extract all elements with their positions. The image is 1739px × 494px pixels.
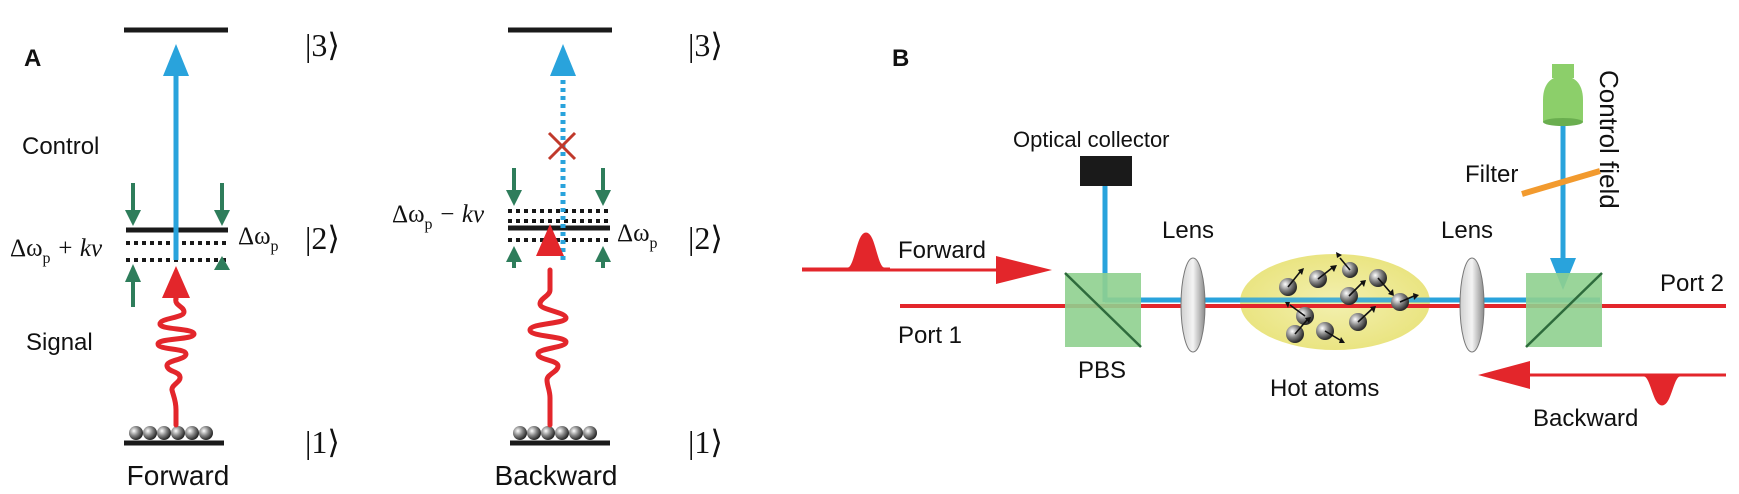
forward-state-1: |1⟩ [305,424,340,460]
lens-left-label: Lens [1162,217,1214,244]
forward-control-arrowhead [163,44,189,76]
backward-control-arrowhead [550,44,576,76]
hot-atoms-group [1279,252,1419,343]
control-source-icon [1543,64,1583,126]
port2-label: Port 2 [1660,270,1724,297]
lens-right-icon [1459,257,1485,353]
backward-state-1: |1⟩ [688,424,723,460]
blocked-transition-cross-icon [547,131,577,161]
backward-detuning-right: Δωp [617,220,658,252]
backward-atom-population [513,426,597,440]
forward-coupling-arrows [125,183,230,307]
lens-left-icon [1180,257,1206,353]
filter-label: Filter [1465,161,1518,188]
backward-state-3: |3⟩ [688,27,723,63]
forward-input-arrowhead [996,256,1052,284]
backward-detuning-left: Δωp − kv [392,201,485,233]
backward-signal-arrowhead [536,224,564,256]
pbs-right-diagonal [1525,272,1603,348]
forward-label: Forward [898,237,986,264]
lens-right-label: Lens [1441,217,1493,244]
optical-collector-icon [1080,156,1132,186]
signal-label: Signal [26,329,93,356]
backward-diagram: Δωp − kv Δωp |3⟩ |2⟩ |1⟩ Backward [392,27,723,491]
forward-signal-wave [155,293,197,428]
panel-b-label: B [892,45,909,72]
forward-signal-arrowhead [162,266,190,298]
forward-state-3: |3⟩ [305,27,340,63]
forward-detuning-left: Δωp + kv [10,235,103,267]
forward-pulse-icon [802,232,890,271]
hot-atoms-label: Hot atoms [1270,375,1379,402]
forward-diagram: Control Signal Δωp + kv Δωp |3⟩ |2⟩ |1⟩ … [10,27,340,491]
panel-a-label: A [24,45,41,72]
forward-title: Forward [127,460,230,491]
backward-title: Backward [495,460,618,491]
setup-diagram: Control field Filter Optical collector P… [802,64,1726,432]
pbs-label: PBS [1078,357,1126,384]
control-field-label: Control field [1594,70,1624,209]
backward-pulse-icon [1630,373,1692,406]
pbs-left-diagonal [1064,272,1142,348]
backward-signal-wave [527,267,569,428]
port1-label: Port 1 [898,322,962,349]
forward-atom-population [129,426,213,440]
optical-collector-label: Optical collector [1013,127,1170,152]
control-label: Control [22,133,99,160]
forward-state-2: |2⟩ [305,220,340,256]
backward-label: Backward [1533,405,1638,432]
filter-icon [1521,168,1601,197]
backward-state-2: |2⟩ [688,220,723,256]
backward-coupling-arrows [506,168,611,268]
forward-detuning-right: Δωp [238,223,279,255]
backward-input-arrowhead [1478,361,1530,389]
